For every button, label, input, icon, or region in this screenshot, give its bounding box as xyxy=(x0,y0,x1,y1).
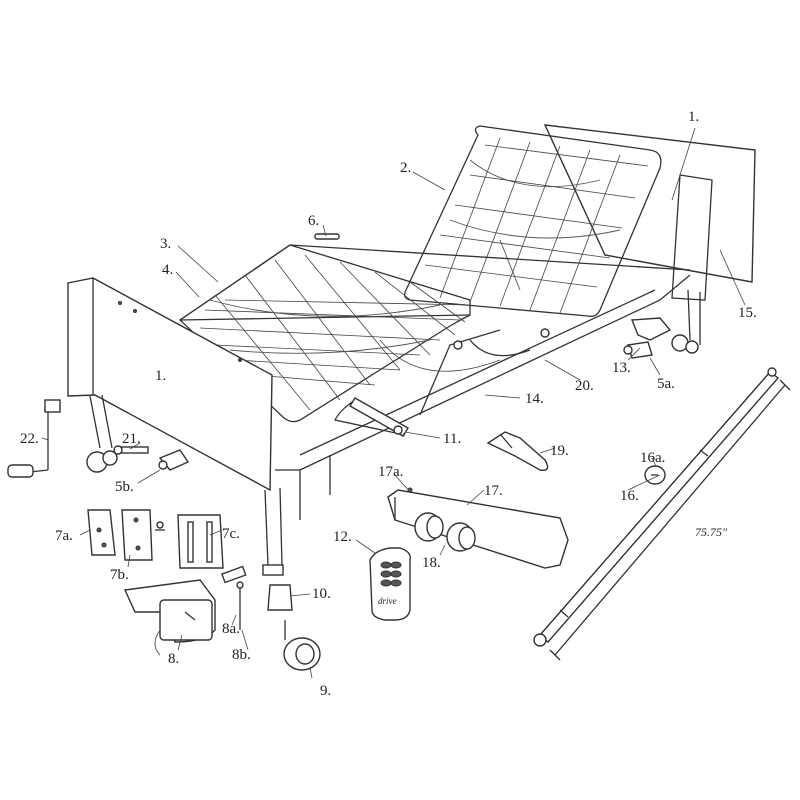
callout-1-top: 1. xyxy=(688,109,699,125)
callout-5a: 5a. xyxy=(657,376,675,392)
callout-7c: 7c. xyxy=(222,526,240,542)
callout-18: 18. xyxy=(422,555,441,571)
pin-21 xyxy=(113,445,149,455)
hand-crank-22 xyxy=(7,399,61,478)
bracket-7a xyxy=(87,509,116,556)
hand-pendant-12 xyxy=(369,547,411,621)
callout-2: 2. xyxy=(400,160,411,176)
motor-8 xyxy=(123,565,247,656)
rail-end-cap-16a xyxy=(644,465,666,485)
bracket-7c xyxy=(177,514,224,569)
callout-9: 9. xyxy=(320,683,331,699)
callout-16: 16. xyxy=(620,488,639,504)
callout-1-front: 1. xyxy=(155,368,166,384)
callout-20: 20. xyxy=(575,378,594,394)
callout-22: 22. xyxy=(20,431,39,447)
callout-21: 21. xyxy=(122,431,141,447)
foot-caster-bracket xyxy=(158,449,190,471)
callout-10: 10. xyxy=(312,586,331,602)
callout-17: 17. xyxy=(484,483,503,499)
side-rail-16 xyxy=(533,367,780,647)
callout-13: 13. xyxy=(612,360,631,376)
callout-7a: 7a. xyxy=(55,528,73,544)
dimension-label: 75.75" xyxy=(695,525,728,539)
callout-8b: 8b. xyxy=(232,647,251,663)
callout-12: 12. xyxy=(333,529,352,545)
callout-19: 19. xyxy=(550,443,569,459)
callout-14: 14. xyxy=(525,391,544,407)
headboard-panel xyxy=(543,124,756,283)
bed-main-frame xyxy=(179,244,691,520)
callout-8a: 8a. xyxy=(222,621,240,637)
callout-16a: 16a. xyxy=(640,450,665,466)
caster-10 xyxy=(267,584,293,611)
callout-6: 6. xyxy=(308,213,319,229)
head-spring-deck xyxy=(404,125,662,318)
callout-7b: 7b. xyxy=(110,567,129,583)
callout-4: 4. xyxy=(162,262,173,278)
callout-17a: 17a. xyxy=(378,464,403,480)
head-end-frame xyxy=(671,174,713,354)
pendant-brand-text: drive xyxy=(378,596,397,606)
callout-15: 15. xyxy=(738,305,757,321)
callout-8: 8. xyxy=(168,651,179,667)
dimension-line xyxy=(549,379,791,661)
strap-19 xyxy=(486,431,549,471)
pins-6 xyxy=(314,233,340,240)
callout-3: 3. xyxy=(160,236,171,252)
bracket-7b xyxy=(121,509,165,561)
motor-knobs-18 xyxy=(414,512,476,552)
callout-11: 11. xyxy=(443,431,461,447)
leader-lines xyxy=(41,127,746,679)
caster-9 xyxy=(283,620,321,671)
foot-spring-deck xyxy=(178,244,471,437)
footboard xyxy=(67,277,284,576)
bracket-13 xyxy=(630,317,672,341)
callout-5b: 5b. xyxy=(115,479,134,495)
